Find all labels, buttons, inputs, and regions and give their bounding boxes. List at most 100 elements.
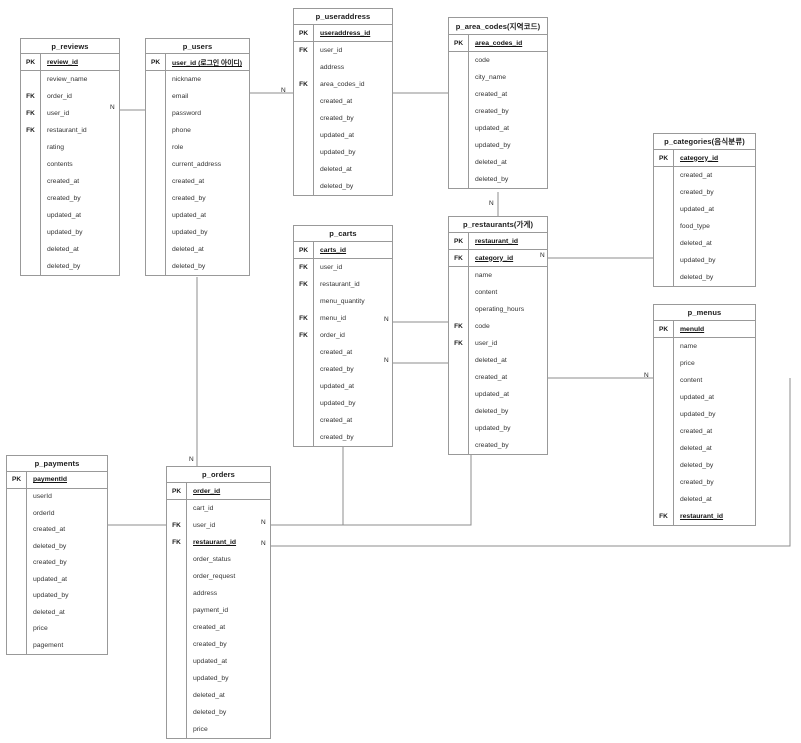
attribute-row[interactable]: updated_by — [167, 670, 270, 687]
attribute-row[interactable]: order_request — [167, 568, 270, 585]
attribute-row[interactable]: name — [654, 338, 755, 355]
attribute-row[interactable]: created_at — [167, 619, 270, 636]
attribute-row[interactable]: payment_id — [167, 602, 270, 619]
attribute-row[interactable]: menu_quantity — [294, 293, 392, 310]
attribute-row[interactable]: order_status — [167, 551, 270, 568]
attribute-row[interactable]: deleted_at — [146, 241, 249, 258]
attribute-row[interactable]: current_address — [146, 156, 249, 173]
attribute-row[interactable]: deleted_at — [294, 161, 392, 178]
attribute-row[interactable]: deleted_by — [449, 403, 547, 420]
attribute-row[interactable]: updated_at — [21, 207, 119, 224]
attribute-row[interactable]: deleted_by — [654, 269, 755, 286]
attribute-row[interactable]: contents — [21, 156, 119, 173]
attribute-row[interactable]: updated_at — [294, 127, 392, 144]
attribute-row[interactable]: deleted_by — [146, 258, 249, 275]
attribute-row[interactable]: created_at — [654, 423, 755, 440]
attribute-row[interactable]: price — [654, 355, 755, 372]
attribute-row[interactable]: address — [167, 585, 270, 602]
attribute-row[interactable]: created_at — [449, 86, 547, 103]
attribute-row[interactable]: updated_by — [654, 252, 755, 269]
attribute-row[interactable]: updated_at — [449, 386, 547, 403]
attribute-row[interactable]: created_by — [654, 184, 755, 201]
attribute-row[interactable]: deleted_by — [449, 171, 547, 188]
attribute-row[interactable]: price — [7, 620, 107, 637]
attribute-row[interactable]: deleted_at — [654, 235, 755, 252]
attribute-row[interactable]: deleted_at — [167, 687, 270, 704]
attribute-row[interactable]: created_at — [294, 412, 392, 429]
attribute-row[interactable]: updated_by — [146, 224, 249, 241]
attribute-row[interactable]: deleted_at — [449, 154, 547, 171]
attribute-row[interactable]: updated_by — [7, 587, 107, 604]
attribute-row[interactable]: deleted_by — [21, 258, 119, 275]
attribute-row[interactable]: operating_hours — [449, 301, 547, 318]
attribute-row[interactable]: created_at — [21, 173, 119, 190]
attribute-row[interactable]: deleted_at — [7, 604, 107, 621]
attribute-row[interactable]: updated_by — [294, 395, 392, 412]
attribute-row[interactable]: created_at — [294, 93, 392, 110]
attribute-row[interactable]: code — [449, 52, 547, 69]
attribute-row[interactable]: updated_at — [294, 378, 392, 395]
attribute-row[interactable]: deleted_at — [654, 440, 755, 457]
attribute-row[interactable]: deleted_by — [167, 704, 270, 721]
attribute-row[interactable]: created_by — [146, 190, 249, 207]
attribute-row[interactable]: created_at — [449, 369, 547, 386]
attribute-row[interactable]: address — [294, 59, 392, 76]
attribute-row[interactable]: created_by — [449, 103, 547, 120]
attribute-row[interactable]: deleted_at — [21, 241, 119, 258]
attribute-row[interactable]: created_by — [294, 361, 392, 378]
attribute-row[interactable]: updated_at — [7, 571, 107, 588]
attribute-row[interactable]: updated_at — [654, 201, 755, 218]
attribute-row[interactable]: updated_at — [449, 120, 547, 137]
attribute-row[interactable]: updated_at — [167, 653, 270, 670]
attribute-row[interactable]: deleted_by — [654, 457, 755, 474]
attribute-row[interactable]: created_by — [654, 474, 755, 491]
attribute-row[interactable]: created_by — [167, 636, 270, 653]
attribute-row[interactable]: deleted_at — [449, 352, 547, 369]
attribute-row[interactable]: created_by — [449, 437, 547, 454]
attribute-row[interactable]: created_at — [654, 167, 755, 184]
attribute-row[interactable]: city_name — [449, 69, 547, 86]
attribute-row[interactable]: updated_at — [654, 389, 755, 406]
attribute-row[interactable]: updated_by — [449, 137, 547, 154]
attribute-row[interactable]: created_by — [7, 554, 107, 571]
attribute-row[interactable]: created_at — [146, 173, 249, 190]
attribute-row[interactable]: email — [146, 88, 249, 105]
attribute-row[interactable]: review_name — [21, 71, 119, 88]
attribute-row[interactable]: nickname — [146, 71, 249, 88]
attribute-row[interactable]: userId — [7, 488, 107, 505]
attribute-row[interactable]: updated_by — [294, 144, 392, 161]
attribute-row[interactable]: content — [654, 372, 755, 389]
attribute-row[interactable]: password — [146, 105, 249, 122]
